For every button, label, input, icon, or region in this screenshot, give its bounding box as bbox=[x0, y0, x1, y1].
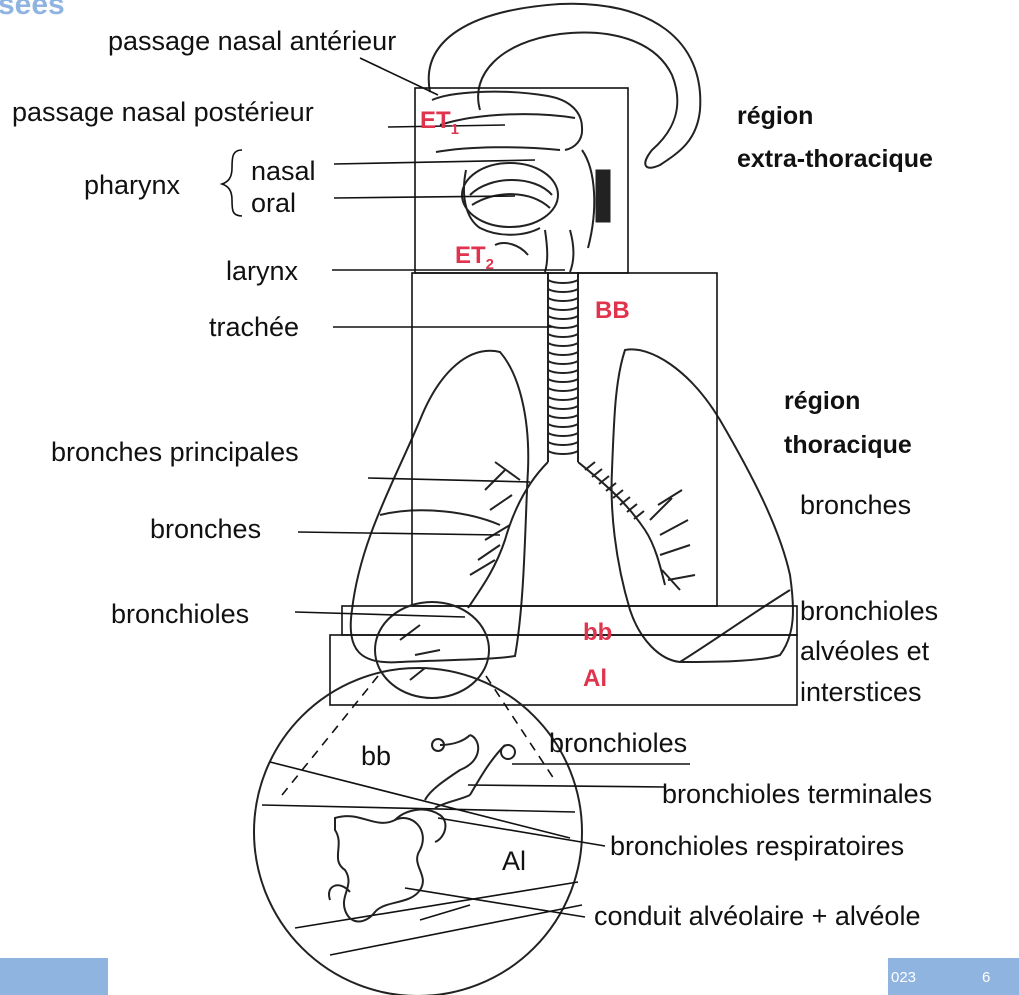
leader-bronchioles bbox=[295, 612, 465, 617]
inset-label-terminal-bronchioles: bronchioles terminales bbox=[662, 779, 932, 809]
inset-leader-respiratory bbox=[438, 818, 605, 846]
label-trachea: trachée bbox=[209, 312, 299, 342]
leader-anterior-nasal bbox=[360, 58, 438, 95]
trachea-ring bbox=[548, 298, 578, 301]
trachea-ring bbox=[548, 289, 578, 292]
code-et1: ET1 bbox=[420, 107, 459, 138]
inset-leader-alveolar-duct bbox=[405, 888, 585, 917]
trachea-ring bbox=[548, 406, 578, 409]
region-extrathoracic-line1: région bbox=[737, 102, 813, 130]
trachea-ring bbox=[548, 280, 578, 283]
label-bronchioles: bronchioles bbox=[111, 599, 249, 629]
inset-magnified-circle bbox=[254, 668, 582, 995]
trachea-drawing bbox=[548, 272, 578, 462]
footer-date-fragment: 023 bbox=[891, 969, 916, 986]
code-et2: ET2 bbox=[455, 242, 494, 273]
trachea-ring bbox=[548, 442, 578, 445]
label-nasal: nasal bbox=[251, 156, 316, 186]
footer-page-number: 6 bbox=[982, 969, 990, 986]
region-alveoli-line2: interstices bbox=[800, 677, 922, 707]
trachea-ring bbox=[548, 451, 578, 454]
inset-label-bronchioles: bronchioles bbox=[549, 728, 687, 758]
trachea-ring bbox=[548, 343, 578, 346]
inset-label-alveolar-duct: conduit alvéolaire + alvéole bbox=[594, 901, 920, 931]
bronchus-branch bbox=[650, 490, 688, 535]
trachea-ring bbox=[548, 307, 578, 310]
slide-title-fragment: sées bbox=[0, 0, 65, 21]
region-bronchioles: bronchioles bbox=[800, 596, 938, 626]
bronchus-ring bbox=[592, 469, 602, 477]
label-pharynx: pharynx bbox=[84, 170, 181, 200]
alveolar-region-box bbox=[330, 635, 797, 705]
trachea-ring bbox=[548, 388, 578, 391]
label-anterior-nasal: passage nasal antérieur bbox=[108, 26, 396, 56]
trachea-ring bbox=[548, 415, 578, 418]
trachea-ring bbox=[548, 334, 578, 337]
region-thoracic-line1: région bbox=[784, 387, 860, 415]
trachea-ring bbox=[548, 424, 578, 427]
label-bronchi: bronches bbox=[150, 514, 261, 544]
bronchus-branch bbox=[400, 625, 440, 680]
trachea-ring bbox=[548, 379, 578, 382]
bronchus-branch bbox=[485, 462, 520, 510]
region-bronchi: bronches bbox=[800, 490, 911, 520]
code-al: Al bbox=[583, 665, 607, 692]
trachea-ring bbox=[548, 352, 578, 355]
trachea-ring bbox=[548, 370, 578, 373]
trachea-ring bbox=[548, 397, 578, 400]
trachea-ring bbox=[548, 433, 578, 436]
pharynx-brace bbox=[222, 150, 242, 216]
inset-leader-terminal bbox=[468, 785, 665, 787]
label-posterior-nasal: passage nasal postérieur bbox=[12, 97, 314, 127]
footer-bar-left bbox=[0, 958, 108, 995]
label-oral: oral bbox=[251, 188, 296, 218]
bb-region-box bbox=[412, 273, 717, 606]
region-extrathoracic-line2: extra-thoracique bbox=[737, 145, 933, 173]
leader-bronchi bbox=[298, 532, 500, 535]
region-thoracic-line2: thoracique bbox=[784, 431, 912, 459]
inset-label-respiratory-bronchioles: bronchioles respiratoires bbox=[610, 831, 904, 861]
label-larynx: larynx bbox=[226, 256, 299, 286]
bronchus-ring bbox=[634, 511, 644, 519]
trachea-ring bbox=[548, 361, 578, 364]
region-alveoli-line1: alvéoles et bbox=[800, 636, 930, 666]
code-bb-upper: BB bbox=[595, 297, 630, 324]
head-drawing bbox=[429, 4, 701, 272]
label-main-bronchi: bronches principales bbox=[51, 437, 299, 467]
inset-label-al: Al bbox=[502, 846, 526, 876]
code-bb-lower: bb bbox=[583, 619, 612, 646]
bronchus-branch bbox=[470, 525, 510, 575]
inset-label-bb: bb bbox=[361, 741, 391, 771]
bronchus-ring bbox=[585, 462, 595, 470]
trachea-ring bbox=[548, 325, 578, 328]
trachea-ring bbox=[548, 316, 578, 319]
